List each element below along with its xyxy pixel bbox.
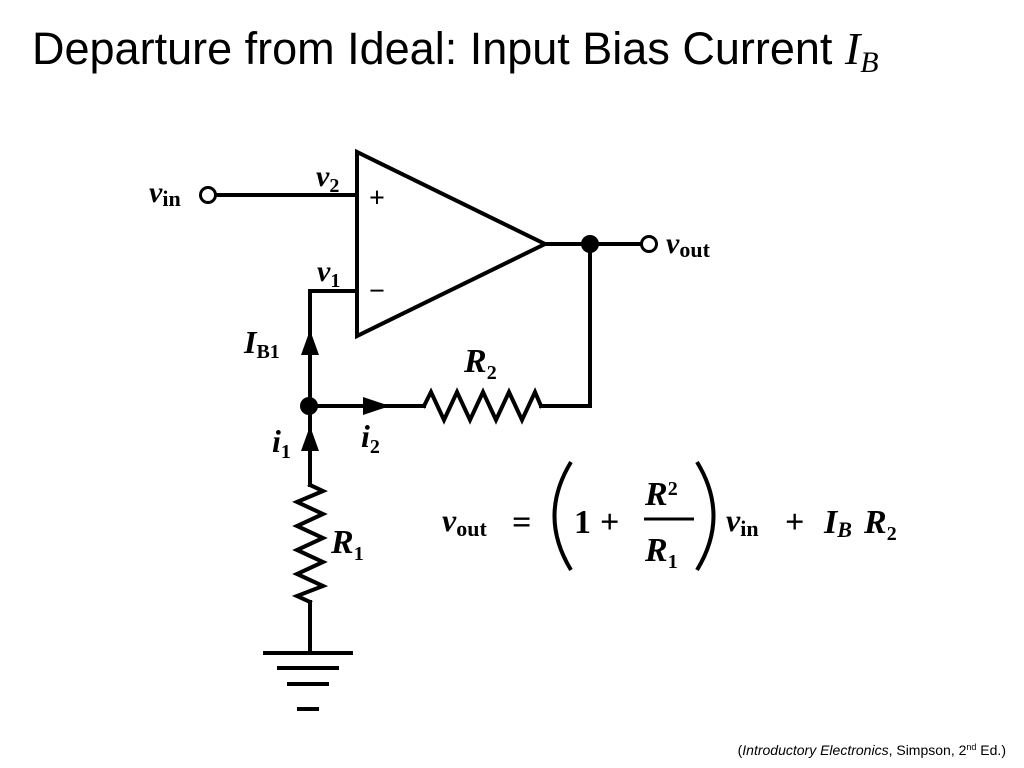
citation-edition-sup: nd: [966, 742, 977, 752]
title-symbol-sub: B: [860, 46, 879, 79]
eq-r2: R2: [863, 504, 897, 545]
vin-terminal: [199, 186, 217, 204]
eq-plus2: +: [785, 504, 804, 541]
vout-terminal: [640, 235, 658, 253]
v2-label: v2: [316, 160, 339, 197]
r2-zigzag: [421, 387, 544, 425]
eq-vin: vin: [726, 502, 759, 541]
output-node: [581, 235, 599, 253]
slide-title: Departure from Ideal: Input Bias Current…: [32, 22, 879, 78]
i1-arrow: [301, 426, 319, 451]
v1-label: v1: [317, 255, 340, 292]
citation-close: Ed.): [976, 742, 1006, 758]
vout-label: vout: [666, 227, 711, 262]
eq-equals: =: [512, 504, 531, 541]
ib1-arrow: [301, 330, 319, 355]
eq-left-paren: [552, 460, 573, 572]
citation-author: , Simpson, 2: [888, 742, 967, 758]
citation: (Introductory Electronics, Simpson, 2nd …: [738, 741, 1006, 759]
eq-lhs: vout: [442, 502, 487, 541]
eq-denominator: R1: [644, 532, 678, 573]
title-symbol: IB: [844, 23, 879, 78]
output-equation: vout = 1 + R2 R1 vin + IB R2: [442, 460, 897, 573]
vin-label: vin: [149, 176, 181, 211]
eq-one: 1: [574, 504, 591, 541]
eq-plus: +: [600, 504, 619, 541]
r1-label: R1: [330, 524, 364, 565]
i2-label: i2: [361, 418, 380, 458]
r1-zigzag: [291, 482, 329, 605]
eq-right-paren: [695, 460, 716, 572]
citation-book-title: Introductory Electronics: [742, 742, 889, 758]
plus-sign: +: [369, 183, 385, 214]
eq-ib: IB: [823, 504, 852, 542]
i1-label: i1: [272, 423, 291, 463]
junction-node: [300, 397, 318, 415]
title-symbol-main: I: [844, 23, 861, 74]
r2-label: R2: [463, 343, 497, 384]
ib1-label: IB1: [243, 324, 280, 363]
opamp-triangle: [355, 148, 550, 340]
minus-sign: −: [369, 276, 385, 307]
title-text: Departure from Ideal: Input Bias Current: [32, 23, 845, 74]
citation-open: (: [737, 742, 743, 758]
i2-arrow: [363, 397, 390, 415]
eq-numerator: R2: [644, 476, 678, 513]
